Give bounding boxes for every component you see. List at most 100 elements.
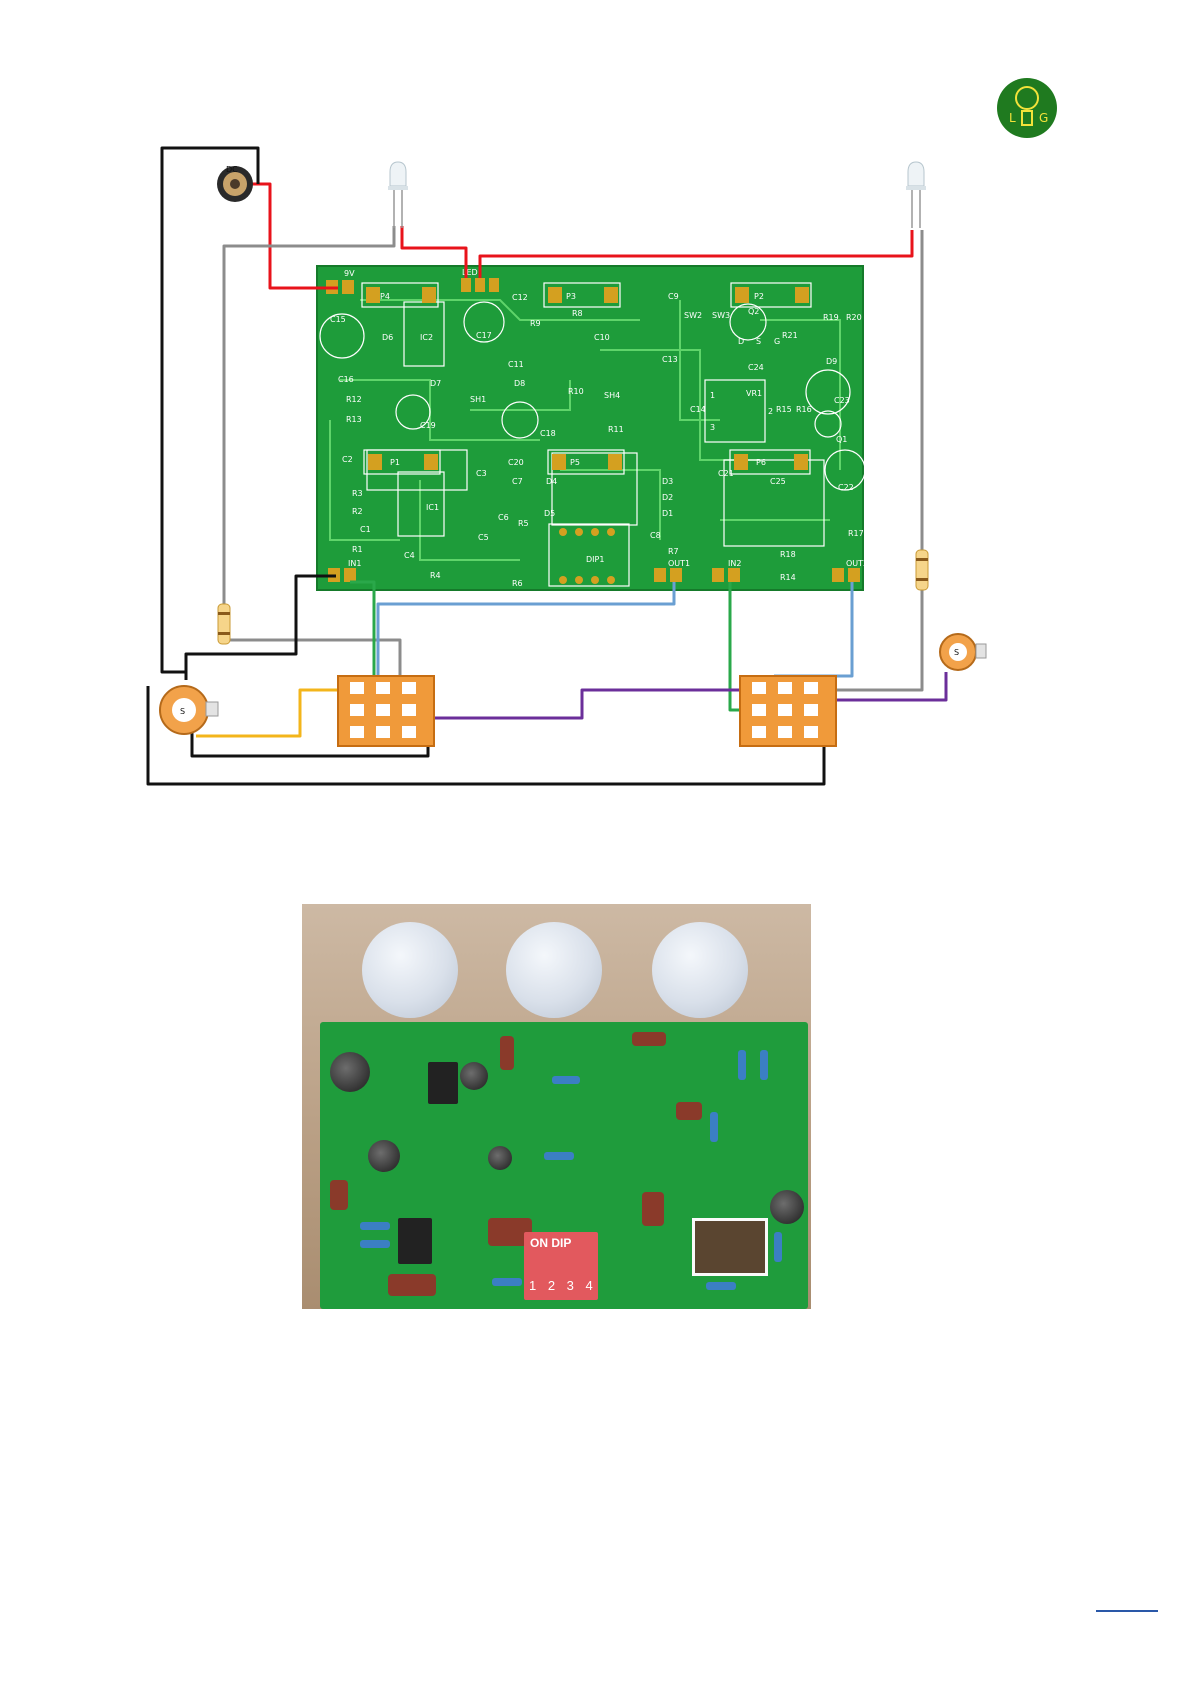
pcb-label-c11: C11 — [508, 360, 524, 369]
pcb-label-c13: C13 — [662, 355, 678, 364]
pcb-label-in1: IN1 — [348, 559, 361, 568]
pcb-label-c16: C16 — [338, 375, 354, 384]
pcb-label-p1: P1 — [390, 458, 400, 467]
pcb-label-d3: D3 — [662, 477, 673, 486]
jack-output-label: S — [954, 648, 959, 657]
pcb-label-c3: C3 — [476, 469, 487, 478]
photo-ic-2 — [428, 1062, 458, 1104]
photo-pot-knob-3 — [652, 922, 748, 1018]
pcb-label-d7: D7 — [430, 379, 441, 388]
logo-letter-l: L — [1009, 111, 1016, 125]
photo-pot-knob-1 — [362, 922, 458, 1018]
pcb-label-d5: D5 — [544, 509, 555, 518]
pcb-label-c18: C18 — [540, 429, 556, 438]
jack-output: S — [939, 633, 987, 671]
pcb-label-c15: C15 — [330, 315, 346, 324]
pcb-label-ic2: IC2 — [420, 333, 433, 342]
pcb-label-r13: R13 — [346, 415, 362, 424]
pcb-label-r17: R17 — [848, 529, 864, 538]
photo-resistor — [760, 1050, 768, 1080]
wire-black-main — [160, 146, 260, 674]
photo-resistor — [360, 1222, 390, 1230]
wire-purple — [386, 672, 948, 720]
pcb-label-c23: C23 — [834, 396, 850, 405]
pcb-label-pin-g: G — [774, 337, 780, 346]
pcb-label-supply: 9V — [344, 269, 355, 278]
logo: L G — [997, 78, 1057, 138]
pcb-dip-pads — [559, 528, 615, 584]
pcb-label-r7: R7 — [668, 547, 679, 556]
wiring-diagram: 9V LED P4 C12 R9 P3 C9 P2 R19 R20 C15 IC… — [146, 146, 987, 786]
pcb-label-led: LED — [462, 268, 478, 277]
pcb-label-r18: R18 — [780, 550, 796, 559]
photo-electrolytic-cap — [488, 1146, 512, 1170]
pcb-label-r6: R6 — [512, 579, 523, 588]
pcb-label-c19: C19 — [420, 421, 436, 430]
wire-yellow — [196, 688, 338, 738]
pcb-label-r21: R21 — [782, 331, 798, 340]
pcb-label-pin-s: S — [756, 337, 761, 346]
pcb-label-p5: P5 — [570, 458, 580, 467]
logo-letter-g: G — [1039, 111, 1048, 125]
wire-black-in1 — [184, 574, 336, 680]
pcb-label-q1: Q1 — [836, 435, 847, 444]
photo-resistor — [706, 1282, 736, 1290]
pcb-label-r19: R19 — [823, 313, 839, 322]
photo-electrolytic-cap — [330, 1052, 370, 1092]
pcb-label-r4: R4 — [430, 571, 441, 580]
photo-electrolytic-cap — [770, 1190, 804, 1224]
photo-resistor — [738, 1050, 746, 1080]
pcb-components — [319, 301, 866, 587]
pcb-label-c24: C24 — [748, 363, 764, 372]
photo-dip-title: ON DIP — [530, 1236, 572, 1250]
pcb-label-d9: D9 — [826, 357, 837, 366]
pcb-label-c22: C22 — [838, 483, 854, 492]
pcb-label-c17: C17 — [476, 331, 492, 340]
footswitch-right — [739, 675, 837, 747]
pcb-label-vr-2: 2 — [768, 407, 773, 416]
pcb-label-p3: P3 — [566, 292, 576, 301]
pcb-connector-pads — [326, 278, 860, 582]
pcb-label-sw3: SW3 — [712, 311, 730, 320]
photo-resistor — [544, 1152, 574, 1160]
pcb-label-d2: D2 — [662, 493, 673, 502]
photo-resistor — [492, 1278, 522, 1286]
pcb-label-c8: C8 — [650, 531, 661, 540]
pcb-label-d4: D4 — [546, 477, 557, 486]
pcb-label-pin-d: D — [738, 337, 744, 346]
pcb-label-r3: R3 — [352, 489, 363, 498]
pcb-label-c21: C21 — [718, 469, 734, 478]
footswitch-left — [337, 675, 435, 747]
wire-grey-led1 — [222, 226, 402, 688]
photo-film-cap — [642, 1192, 664, 1226]
wire-red-leds — [400, 226, 468, 278]
pcb-label-r12: R12 — [346, 395, 362, 404]
pcb-label-d8: D8 — [514, 379, 525, 388]
pcb-pot-pads — [361, 282, 812, 475]
photo-film-cap — [330, 1180, 348, 1210]
jack-input: S — [159, 685, 219, 735]
pcb-label-c20: C20 — [508, 458, 524, 467]
led-left — [388, 161, 408, 228]
pcb-label-q2: Q2 — [748, 307, 759, 316]
pcb-label-c12: C12 — [512, 293, 528, 302]
photo-resistor — [360, 1240, 390, 1248]
pcb-label-out2: OUT2 — [846, 559, 868, 568]
wire-grey-led2 — [820, 230, 924, 692]
pcb-label-p6: P6 — [756, 458, 766, 467]
photo-resistor — [774, 1232, 782, 1262]
pcb-label-r9: R9 — [530, 319, 541, 328]
photo-board-cutout — [692, 1218, 768, 1276]
pcb-label-c25: C25 — [770, 477, 786, 486]
photo-electrolytic-cap — [460, 1062, 488, 1090]
pcb-label-vr1: VR1 — [746, 389, 762, 398]
pcb-label-r20: R20 — [846, 313, 862, 322]
dc-jack-label: DC — [226, 165, 238, 174]
photo-pot-knob-2 — [506, 922, 602, 1018]
pcb-label-vr-3: 3 — [710, 423, 715, 432]
pcb-board — [316, 265, 864, 591]
photo-film-cap — [676, 1102, 702, 1120]
pcb-label-p2: P2 — [754, 292, 764, 301]
pcb-label-r8: R8 — [572, 309, 583, 318]
photo-film-cap — [500, 1036, 514, 1070]
